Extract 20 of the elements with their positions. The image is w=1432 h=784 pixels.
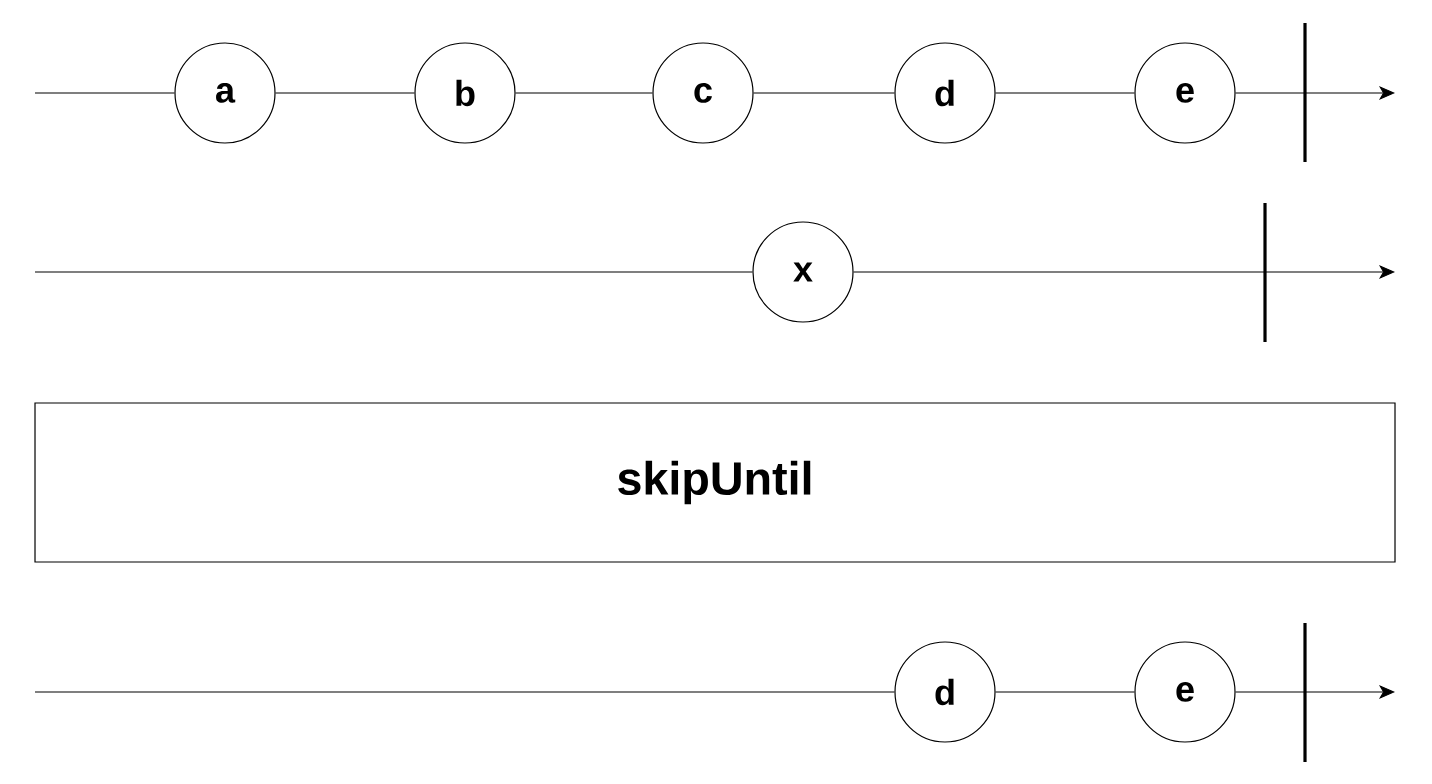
circle-node: b: [414, 42, 516, 144]
line: [995, 92, 1135, 94]
line: [34, 92, 175, 94]
line: [34, 271, 753, 273]
line: [995, 691, 1135, 693]
circle-node: e: [1134, 42, 1236, 144]
line: [34, 691, 895, 693]
circle-node: x: [752, 221, 854, 323]
circle-node: d: [894, 42, 996, 144]
line: [515, 92, 653, 94]
circle-node: d: [894, 641, 996, 743]
line: [275, 92, 415, 94]
operator-box: skipUntil: [34, 402, 1396, 563]
circle-node: c: [652, 42, 754, 144]
arrow: [853, 265, 1395, 279]
circle-node: a: [174, 42, 276, 144]
arrow: [1235, 685, 1395, 699]
line: [753, 92, 895, 94]
arrow: [1235, 86, 1395, 100]
circle-node: e: [1134, 641, 1236, 743]
